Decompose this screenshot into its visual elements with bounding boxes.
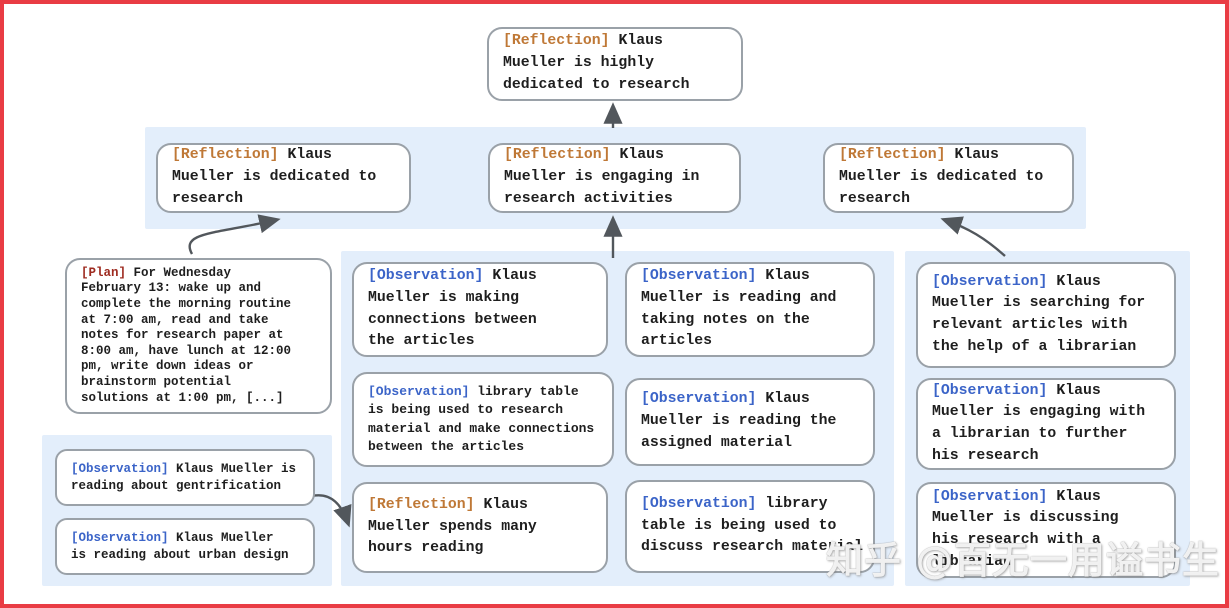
node-obs-searching-articles: [Observation] Klaus Mueller is searching…	[916, 262, 1176, 368]
node-text: Klaus Mueller is making connections betw…	[368, 268, 537, 350]
observation-tag: [Observation]	[932, 382, 1048, 399]
node-text: library table is being used to discuss r…	[641, 495, 863, 556]
node-obs-library-discuss: [Observation] library table is being use…	[625, 480, 875, 573]
node-refl-hours-reading: [Reflection] Klaus Mueller spends many h…	[352, 482, 608, 573]
reflection-tag: [Reflection]	[504, 147, 611, 164]
node-top-reflection: [Reflection] Klaus Mueller is highly ded…	[487, 27, 743, 101]
node-row2-right-reflection: [Reflection] Klaus Mueller is dedicated …	[823, 143, 1074, 213]
reflection-tag: [Reflection]	[839, 147, 946, 164]
node-obs-engaging-librarian: [Observation] Klaus Mueller is engaging …	[916, 378, 1176, 470]
observation-tag: [Observation]	[641, 391, 757, 408]
node-text: Klaus Mueller is searching for relevant …	[932, 273, 1146, 355]
zhihu-watermark: 知乎 @百无一用谥书生	[826, 539, 1220, 582]
observation-tag: [Observation]	[641, 268, 757, 284]
node-obs-assigned-material: [Observation] Klaus Mueller is reading t…	[625, 378, 875, 466]
node-obs-gentrification: [Observation] Klaus Mueller is reading a…	[55, 449, 315, 506]
reflection-tag: [Reflection]	[172, 147, 279, 164]
node-text: For Wednesday February 13: wake up and c…	[81, 265, 292, 405]
observation-tag: [Observation]	[368, 383, 470, 399]
node-obs-library-research: [Observation] library table is being use…	[352, 372, 614, 467]
node-text: Klaus Mueller is highly dedicated to res…	[503, 33, 690, 93]
node-row2-mid-reflection: [Reflection] Klaus Mueller is engaging i…	[488, 143, 741, 213]
observation-tag: [Observation]	[71, 530, 169, 545]
node-obs-urban-design: [Observation] Klaus Mueller is reading a…	[55, 518, 315, 575]
observation-tag: [Observation]	[932, 273, 1048, 290]
node-text: Klaus Mueller is reading and taking note…	[641, 268, 837, 350]
node-obs-taking-notes: [Observation] Klaus Mueller is reading a…	[625, 262, 875, 357]
node-text: Klaus Mueller is reading the assigned ma…	[641, 391, 837, 451]
reflection-tag: [Reflection]	[368, 496, 475, 513]
observation-tag: [Observation]	[641, 495, 757, 512]
node-obs-discussing-librarian: [Observation] Klaus Mueller is discussin…	[916, 482, 1176, 578]
reflection-tag: [Reflection]	[503, 33, 610, 50]
node-text: Klaus Mueller is discussing his research…	[932, 488, 1119, 570]
node-obs-making-connections: [Observation] Klaus Mueller is making co…	[352, 262, 608, 357]
observation-tag: [Observation]	[71, 461, 169, 476]
node-text: Klaus Mueller is dedicated to research	[839, 147, 1044, 207]
observation-tag: [Observation]	[932, 488, 1048, 505]
node-row2-left-reflection: [Reflection] Klaus Mueller is dedicated …	[156, 143, 411, 213]
node-text: Klaus Mueller is reading about gentrific…	[71, 461, 297, 493]
node-text: Klaus Mueller is engaging in research ac…	[504, 147, 700, 207]
node-text: Klaus Mueller is engaging with a librari…	[932, 382, 1146, 464]
node-plan: [Plan] For Wednesday February 13: wake u…	[65, 258, 332, 414]
node-text: Klaus Mueller is reading about urban des…	[71, 530, 289, 562]
node-text: library table is being used to research …	[368, 383, 595, 454]
plan-tag: [Plan]	[81, 265, 127, 280]
node-text: Klaus Mueller spends many hours reading	[368, 496, 537, 557]
node-text: Klaus Mueller is dedicated to research	[172, 147, 377, 207]
observation-tag: [Observation]	[368, 268, 484, 284]
